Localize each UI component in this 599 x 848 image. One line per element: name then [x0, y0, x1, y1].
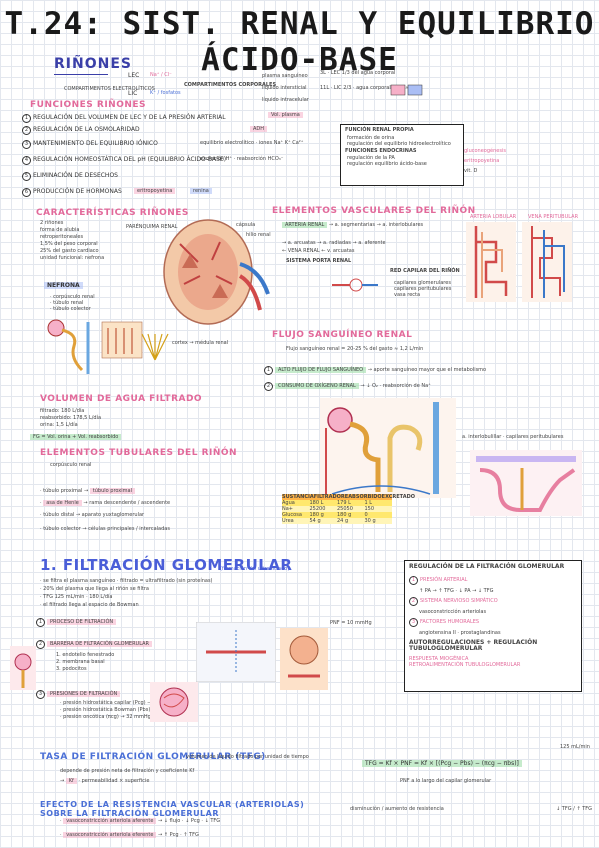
label-nefrona: NEFRONA	[44, 282, 83, 289]
pressures-diagram	[196, 622, 276, 682]
vena-peritubular-figure	[522, 222, 572, 302]
porta-system-diagram	[332, 278, 378, 292]
heading-underline	[54, 74, 108, 75]
filtration-membrane-figure	[280, 628, 328, 690]
nephron-sketch	[47, 319, 90, 374]
tag-adh: ADH	[250, 126, 268, 132]
glomerulus-small-figure	[10, 646, 36, 690]
tfg-value: 125 mL/min	[560, 744, 590, 750]
tag-eritropoyetina: eritropoyetina	[134, 188, 176, 194]
section-heading-circulacion: ELEMENTOS VASCULARES DEL RIÑÓN	[272, 206, 476, 216]
section-heading-tubulares: ELEMENTOS TUBULARES DEL RIÑÓN	[40, 448, 238, 458]
section-heading-caracteristicas: CARACTERÍSTICAS RIÑONES	[36, 208, 189, 218]
excretion-table: SUSTANCIA FILTRADO REABSORBIDO EXCRETADO…	[282, 494, 415, 524]
funcion-renal-box: FUNCIÓN RENAL PROPIA formación de orina …	[340, 124, 464, 186]
efecto-note: ↓ TFG / ↑ TFG	[556, 806, 593, 812]
medulla-fan-icon	[141, 333, 169, 361]
efecto-item-2: · vasoconstricción arteriola eferente → …	[60, 832, 199, 838]
section-heading-efecto: EFECTO DE LA RESISTENCIA VASCULAR (ARTER…	[40, 800, 305, 818]
funcion-renal-title: FUNCIÓN RENAL PROPIA	[345, 127, 414, 133]
filtracion-subtitle: (formación del ultrafiltrado)	[220, 566, 290, 572]
section-heading-volumen: VOLUMEN DE AGUA FILTRADO	[40, 394, 203, 404]
volumen-formula: FG = Vol. orina + Vol. reabsorbido	[30, 434, 270, 440]
tubular-illustration	[470, 450, 582, 516]
label-lec: LEC	[128, 72, 140, 79]
section-heading-tfg: TASA DE FILTRACIÓN GLOMERULAR (TFG)	[40, 752, 266, 762]
label-intersticial: líquido intersticial	[262, 85, 307, 91]
label-lic: LIC	[128, 90, 138, 97]
nephron-illustration	[320, 398, 456, 498]
glomerulus-figure	[150, 682, 198, 722]
efecto-item-1: · vasoconstricción arteriola aferente → …	[60, 818, 221, 824]
section-heading-filtracion: 1. FILTRACIÓN GLOMERULAR	[40, 556, 293, 574]
page-title: T.24: SIST. RENAL Y EQUILIBRIO ÁCIDO-BAS…	[4, 6, 595, 78]
regulacion-title: REGULACIÓN DE LA FILTRACIÓN GLOMERULAR	[409, 563, 565, 570]
section-heading-funciones: FUNCIONES RIÑONES	[30, 100, 147, 110]
cortex-sketch	[101, 321, 143, 359]
autorregulacion-title: AUTORREGULACIONES + REGULACIÓN TUBULOGLO…	[409, 639, 538, 652]
label-plasma: plasma sanguíneo	[262, 73, 308, 79]
section-heading-flujo: FLUJO SANGUÍNEO RENAL	[272, 330, 413, 340]
funciones-endocrinas-title: FUNCIONES ENDOCRINAS	[345, 148, 417, 154]
tag-renina: renina	[190, 188, 212, 194]
label-compartimentos-electroliticos: COMPARTIMENTOS ELECTROLÍTICOS	[64, 86, 155, 92]
kidney-illustration	[163, 219, 270, 325]
label-sistema-porta: SISTEMA PORTA RENAL	[286, 258, 352, 264]
label-arteria-renal: ARTERIA RENAL → a. segmentarias → a. int…	[282, 222, 423, 228]
arteria-lobular-figure	[466, 222, 516, 302]
regulacion-box: REGULACIÓN DE LA FILTRACIÓN GLOMERULAR 1…	[404, 560, 582, 692]
label-vena-renal: ← VENA RENAL ← v. arcuatas	[282, 248, 355, 254]
label-compartimentos: COMPARTIMENTOS CORPORALES	[184, 82, 277, 88]
tfg-formula: TFG = Kf × PNF = Kf × [(Pcg − Pbs) − (πc…	[362, 760, 572, 767]
lec-lic-mini-diagram	[390, 84, 423, 96]
label-red-capilar: RED CAPILAR DEL RIÑÓN	[390, 268, 460, 274]
section-heading-rinones: RIÑONES	[54, 56, 132, 72]
